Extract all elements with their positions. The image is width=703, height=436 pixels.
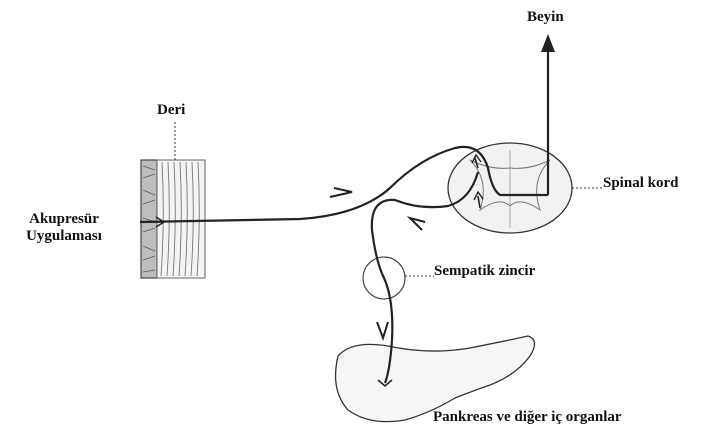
efferent-arrow	[410, 218, 425, 230]
afferent-arrow	[330, 188, 352, 197]
spinal-cord	[448, 143, 572, 233]
label-spinal-kord: Spinal kord	[603, 175, 678, 192]
label-deri: Deri	[157, 102, 185, 119]
label-akupresur-line2: Uygulaması	[4, 228, 124, 245]
label-sempatik-zincir: Sempatik zincir	[434, 263, 535, 280]
organ-arrow	[377, 322, 388, 338]
label-beyin: Beyin	[527, 9, 564, 26]
beyin-arrow	[541, 34, 555, 52]
label-akupresur-line1: Akupresür	[4, 211, 124, 228]
label-akupresur: Akupresür Uygulaması	[4, 211, 124, 245]
label-pankreas: Pankreas ve diğer iç organlar	[433, 409, 622, 426]
skin-block	[141, 160, 205, 278]
